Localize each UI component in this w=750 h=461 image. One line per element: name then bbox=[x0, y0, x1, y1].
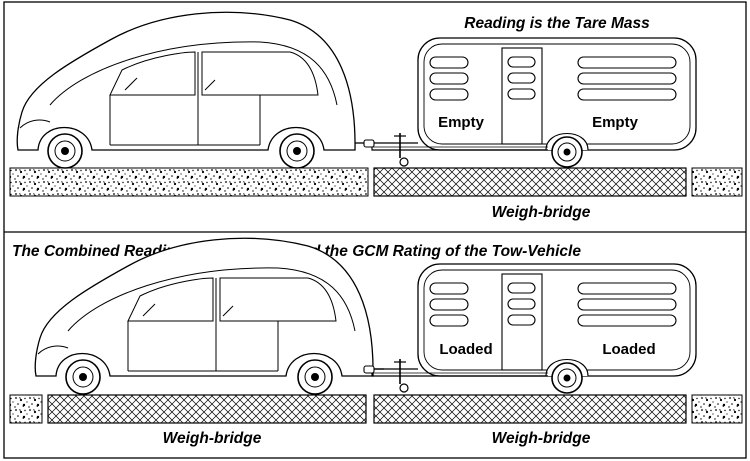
bottom-weigh-bridge-left-label: Weigh-bridge bbox=[163, 430, 262, 447]
bottom-ground-left bbox=[9, 394, 43, 424]
top-panel-title: Reading is the Tare Mass bbox=[464, 15, 650, 32]
bottom-weigh-bridge-left bbox=[47, 394, 367, 424]
bottom-weigh-bridge-right bbox=[373, 394, 687, 424]
bottom-caravan-left-label: Loaded bbox=[439, 341, 492, 358]
bottom-ground-right bbox=[691, 394, 743, 424]
top-ground-right bbox=[691, 167, 743, 197]
top-weigh-bridge-label: Weigh-bridge bbox=[492, 204, 591, 221]
bottom-panel: The Combined Readings must not exceed th… bbox=[9, 237, 743, 447]
top-caravan-right-label: Empty bbox=[592, 114, 639, 131]
bottom-weigh-bridge-right-label: Weigh-bridge bbox=[492, 430, 591, 447]
top-weigh-bridge bbox=[373, 167, 687, 197]
top-ground-left bbox=[9, 167, 369, 197]
bottom-caravan-right-label: Loaded bbox=[602, 341, 655, 358]
top-caravan-left-label: Empty bbox=[438, 114, 485, 131]
top-panel: Reading is the Tare Mass Empty Empty Wei… bbox=[9, 11, 743, 221]
